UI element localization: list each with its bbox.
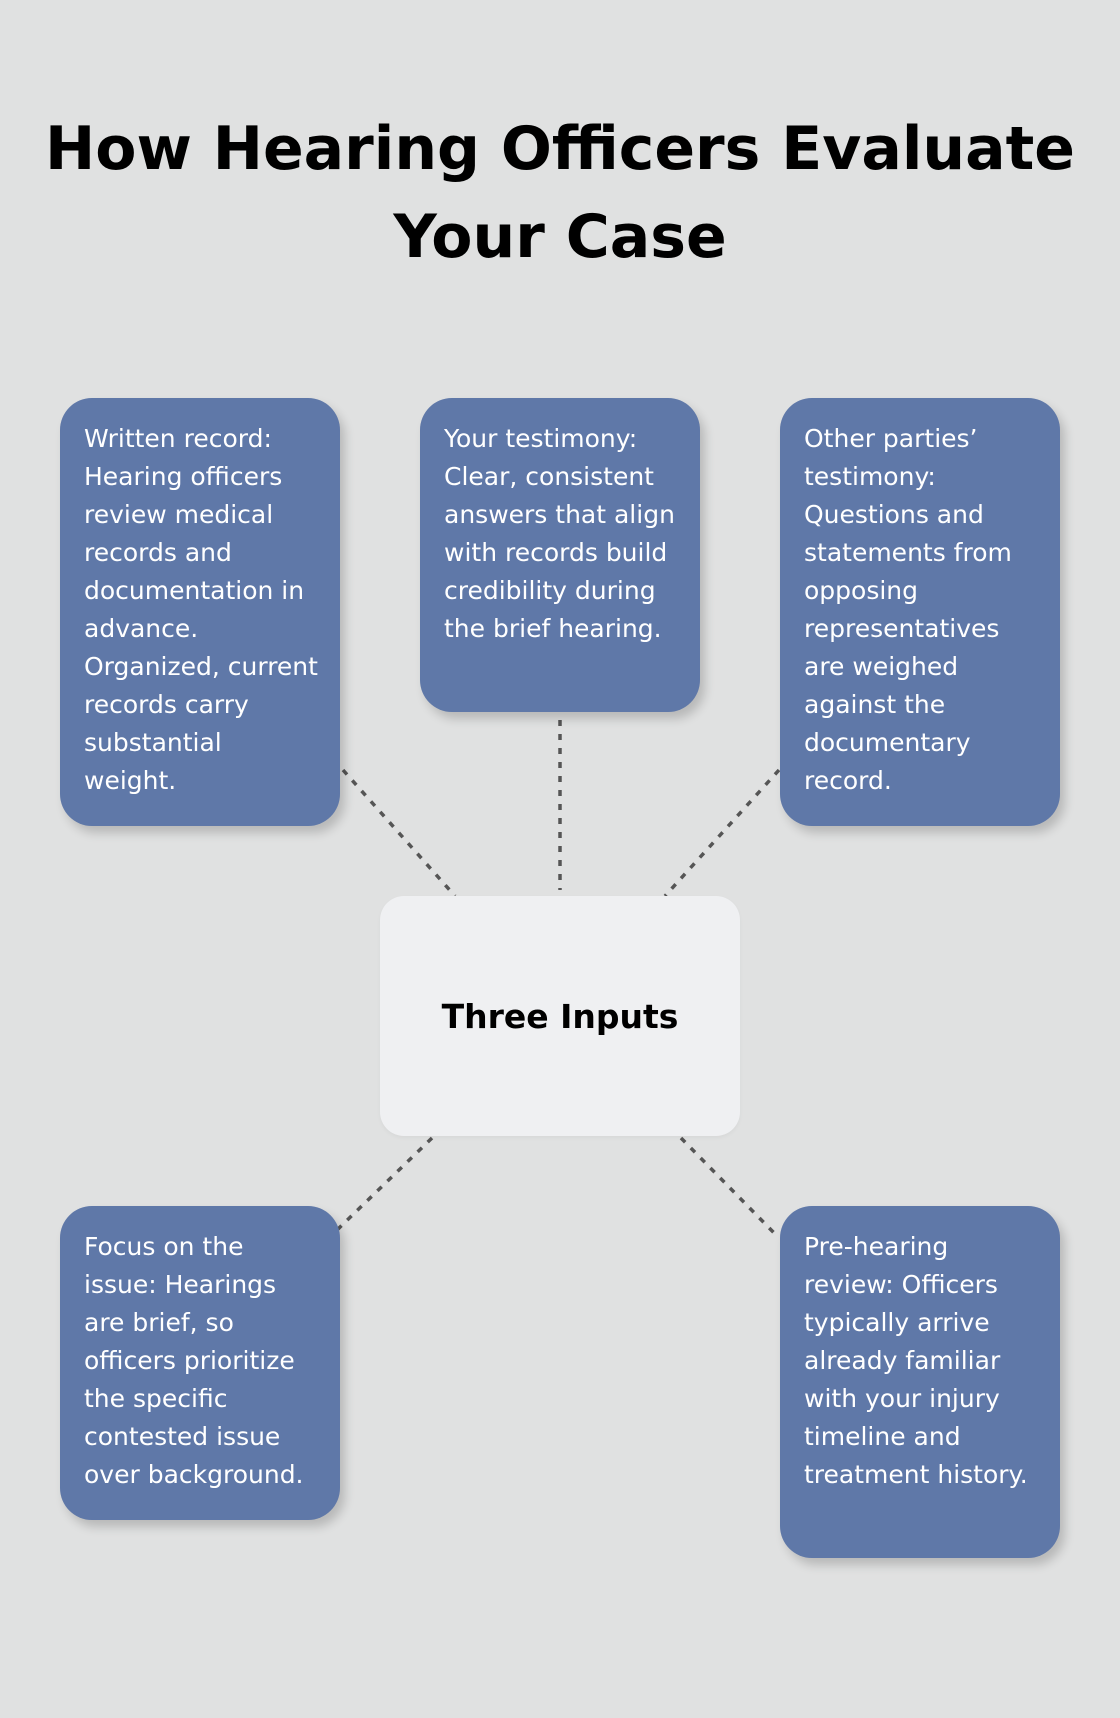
card-focus-issue-text: Focus on the issue: Hearings are brief, …: [84, 1232, 304, 1489]
card-pre-hearing-review: Pre-hearing review: Officers typically a…: [780, 1206, 1060, 1558]
card-your-testimony-text: Your testimony: Clear, consistent answer…: [444, 424, 675, 643]
connector-focus-issue: [335, 1136, 434, 1232]
connector-pre-hearing: [679, 1136, 781, 1240]
connector-other-parties: [663, 768, 781, 898]
card-focus-on-issue: Focus on the issue: Hearings are brief, …: [60, 1206, 340, 1520]
card-written-record: Written record: Hearing officers review …: [60, 398, 340, 826]
card-written-record-text: Written record: Hearing officers review …: [84, 424, 318, 795]
connector-written-record: [341, 768, 457, 898]
card-your-testimony: Your testimony: Clear, consistent answer…: [420, 398, 700, 712]
card-pre-hearing-text: Pre-hearing review: Officers typically a…: [804, 1232, 1028, 1489]
card-other-parties-text: Other parties’ testimony: Questions and …: [804, 424, 1012, 795]
page-title: How Hearing Officers Evaluate Your Case: [45, 114, 1075, 272]
center-node-label: Three Inputs: [441, 996, 679, 1036]
center-node: Three Inputs: [380, 896, 740, 1136]
card-other-parties-testimony: Other parties’ testimony: Questions and …: [780, 398, 1060, 826]
